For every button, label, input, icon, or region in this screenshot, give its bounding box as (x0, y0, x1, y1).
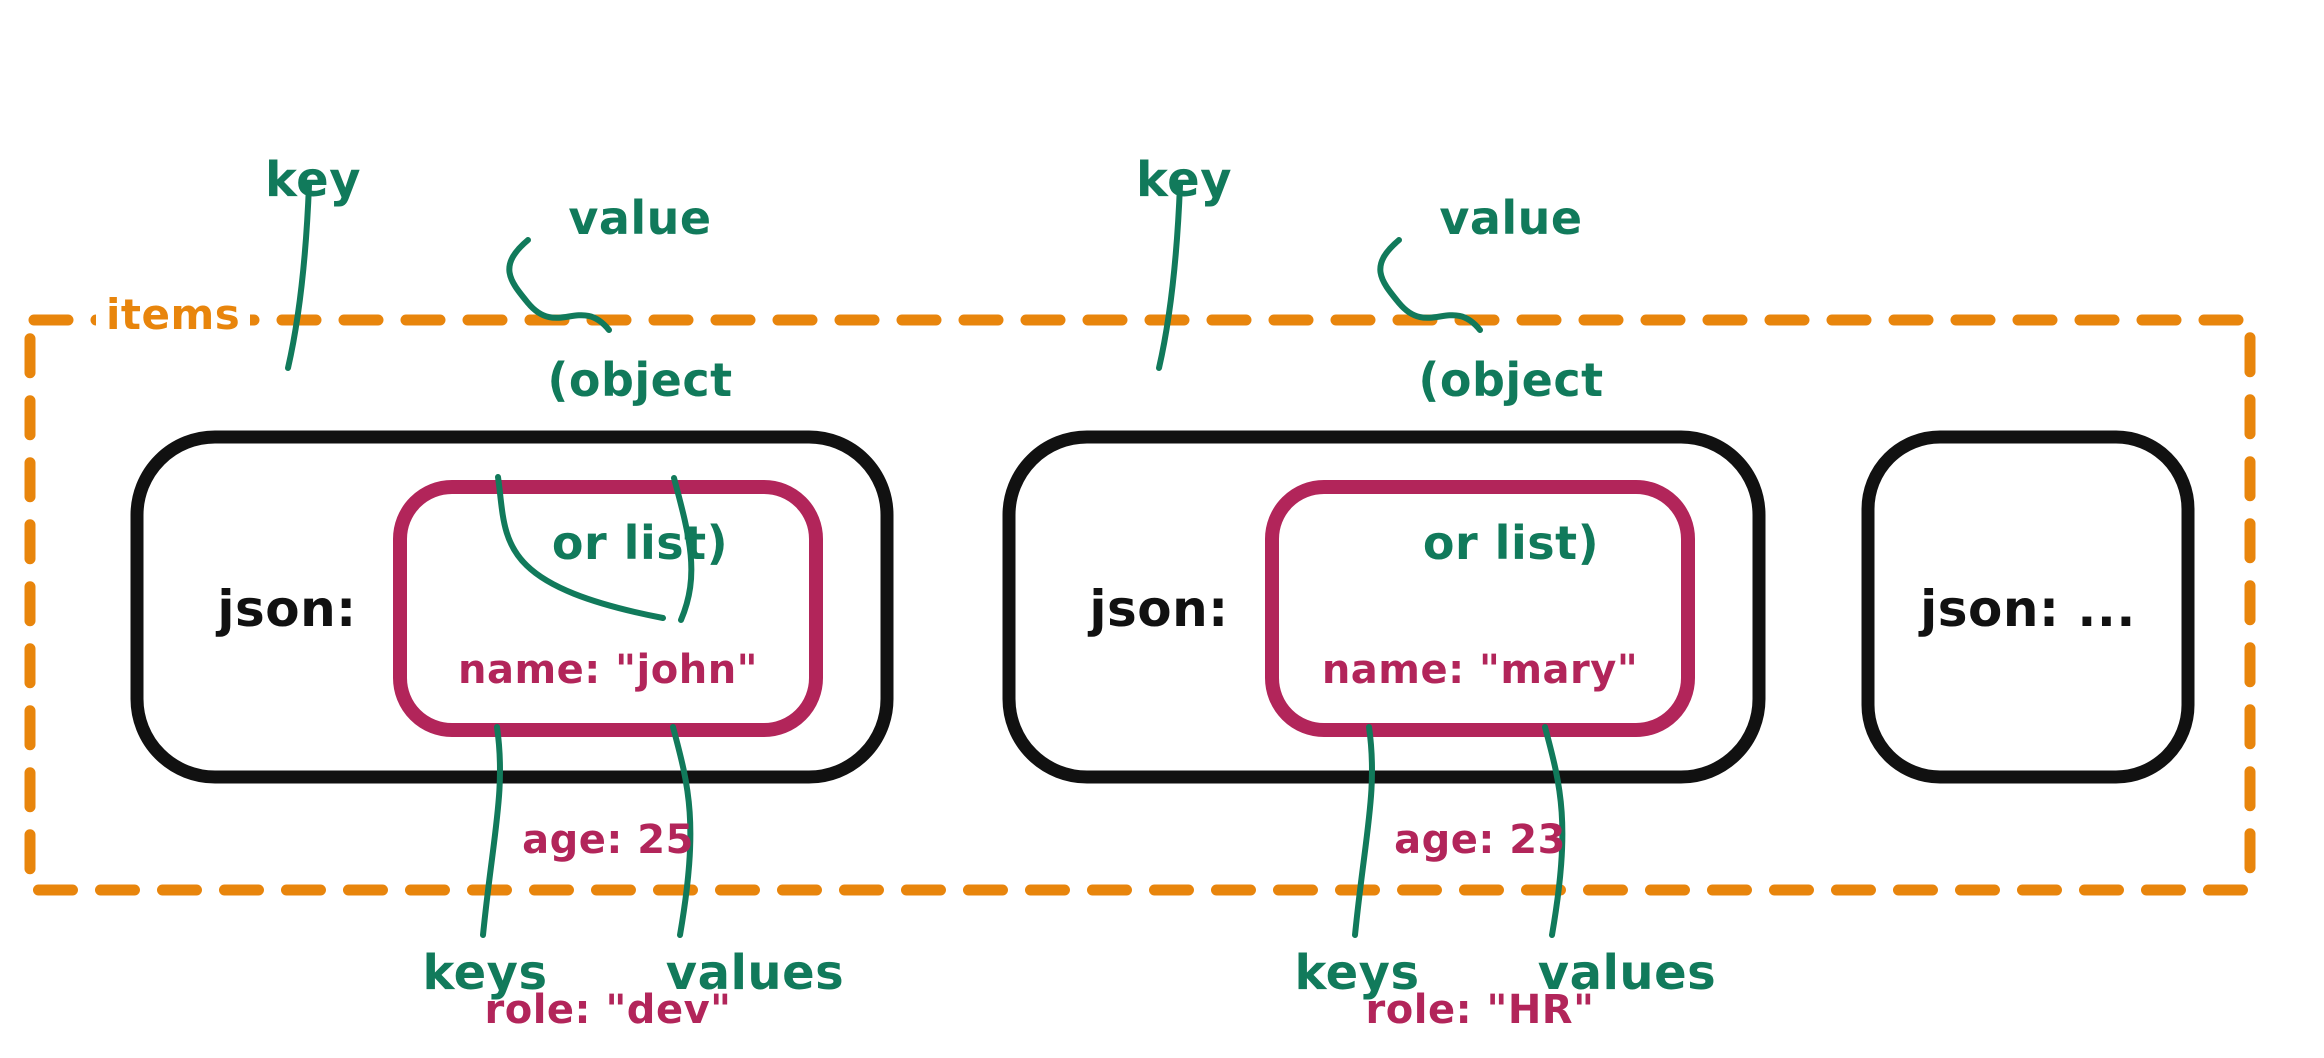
item-object-line: role: "HR" (1365, 987, 1595, 1034)
leader-line-key-left (285, 182, 312, 371)
items-container-label: items (96, 290, 251, 340)
annotation-key-left: key (265, 152, 361, 208)
annotation-value-left-line1: value (568, 190, 712, 245)
item-object-line: age: 25 (522, 816, 694, 863)
annotation-keys-right: keys (1294, 945, 1420, 1001)
leader-line-value-left (506, 237, 612, 333)
annotation-values-left: values (665, 945, 845, 1001)
item-object-box-2 (1265, 480, 1695, 737)
annotation-value-right-line2: (object (1418, 353, 1604, 408)
item-key-label-2: json: (1089, 580, 1229, 638)
annotation-value-left-line3: or list) (551, 516, 729, 571)
item-key-label-3: json: ... (1920, 580, 2136, 638)
annotation-value-left: value (object or list) (547, 82, 732, 679)
leader-line-keys-right (1352, 724, 1375, 938)
item-object-text-1: name: "john" age: 25 role: "dev" (458, 528, 758, 1058)
leader-line-value-right (1377, 237, 1483, 333)
item-box-1 (130, 430, 894, 784)
item-object-line: name: "mary" (1321, 646, 1639, 693)
leader-line-key-right (1156, 182, 1183, 371)
leader-line-values-right (1542, 724, 1566, 938)
annotation-keys-left: keys (422, 945, 548, 1001)
item-object-text-2: name: "mary" age: 23 role: "HR" (1322, 528, 1638, 1058)
item-key-label-1: json: (217, 580, 357, 638)
leader-line-values-left (671, 475, 695, 623)
annotation-value-right: value (object or list) (1418, 82, 1603, 679)
item-object-line: age: 23 (1394, 816, 1566, 863)
leader-line-keys-left (495, 474, 666, 621)
item-box-2 (1002, 430, 1766, 784)
item-object-line: role: "dev" (484, 987, 732, 1034)
items-container-dashed-rect (24, 314, 2256, 896)
annotation-values-right: values (1537, 945, 1717, 1001)
leader-line-values-left-2 (670, 724, 694, 938)
annotation-value-left-line2: (object (547, 353, 733, 408)
annotation-value-right-line1: value (1439, 190, 1583, 245)
item-object-box-1 (393, 480, 823, 737)
item-box-3 (1861, 430, 2195, 784)
item-object-line: name: "john" (457, 646, 759, 693)
leader-line-keys-left-2 (480, 724, 503, 938)
annotation-key-right: key (1136, 152, 1232, 208)
annotation-value-right-line3: or list) (1422, 516, 1600, 571)
